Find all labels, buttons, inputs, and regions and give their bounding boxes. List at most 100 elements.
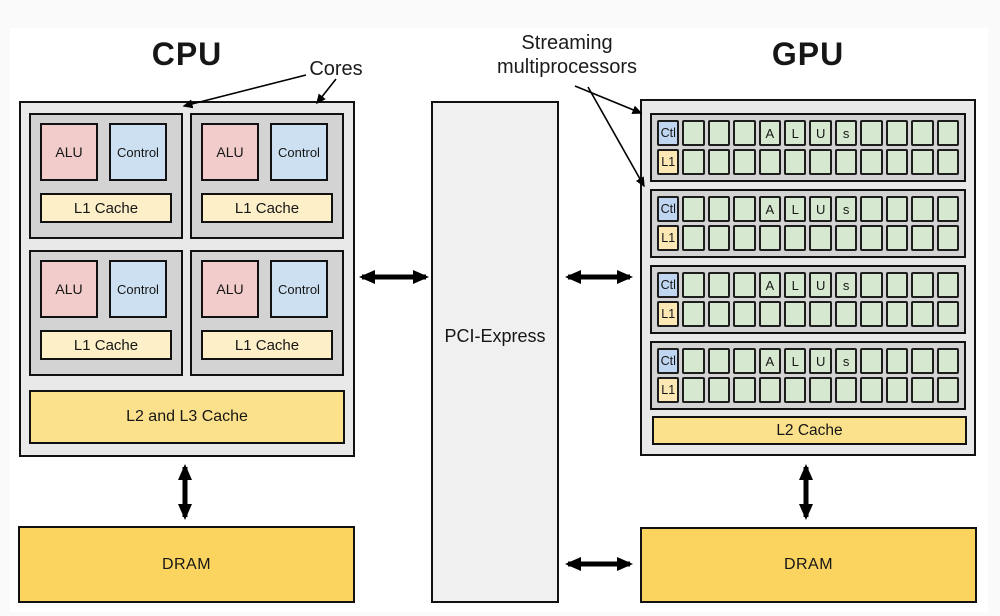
alu-cell [707, 225, 731, 251]
l1-cache-block: L1 Cache [201, 193, 333, 223]
alu-cell [707, 196, 731, 222]
alu-cell: A [758, 272, 782, 298]
alu-cell [860, 377, 883, 403]
alu-cell [682, 377, 705, 403]
l1-cache-block: L1 Cache [40, 330, 172, 360]
ctl-cell: Ctl [657, 272, 680, 298]
alu-cell [911, 272, 934, 298]
alu-cell [936, 225, 959, 251]
sm-annotation: Streaming multiprocessors [460, 31, 674, 79]
alu-cell [911, 225, 934, 251]
alu-cell [682, 348, 705, 374]
alu-cell [758, 301, 782, 327]
alu-cell [860, 120, 883, 146]
alu-cell [733, 272, 756, 298]
alu-cell [707, 348, 731, 374]
cpu-core: ALU Control L1 Cache [29, 113, 183, 239]
alu-cell: L [784, 348, 807, 374]
alu-cell [784, 301, 807, 327]
alu-cell [733, 196, 756, 222]
alu-cell [784, 377, 807, 403]
alu-cell [860, 149, 883, 175]
alu-cell [682, 196, 705, 222]
alu-cell [911, 120, 934, 146]
alu-cell [758, 149, 782, 175]
alu-cell [758, 225, 782, 251]
alu-cell [707, 377, 731, 403]
control-label: Control [117, 144, 159, 160]
gpu-title: GPU [771, 36, 845, 72]
alu-cell [784, 149, 807, 175]
cpu-core: ALU Control L1 Cache [190, 113, 344, 239]
alu-cell [707, 149, 731, 175]
alu-cell: A [758, 120, 782, 146]
l1-cache-label: L1 Cache [234, 199, 300, 217]
control-label: Control [117, 281, 159, 297]
control-block: Control [270, 123, 328, 181]
l1-cache-label: L1 Cache [234, 336, 300, 354]
alu-cell [733, 348, 756, 374]
alu-cell [834, 301, 858, 327]
alu-cell [936, 120, 959, 146]
gpu-dram: DRAM [640, 527, 977, 603]
cpu-dram: DRAM [18, 526, 355, 603]
alu-cell: U [809, 348, 832, 374]
alu-cell: U [809, 196, 832, 222]
alu-label: ALU [216, 144, 244, 160]
alu-cell: L [784, 272, 807, 298]
cpu-core: ALU Control L1 Cache [29, 250, 183, 376]
cpu-chip: L2 and L3 Cache ALU Control L1 Cache ALU… [19, 101, 355, 457]
alu-cell [682, 301, 705, 327]
alu-label: ALU [216, 281, 244, 297]
control-label: Control [278, 144, 320, 160]
alu-cell [911, 377, 934, 403]
alu-cell: s [834, 272, 858, 298]
control-label: Control [278, 281, 320, 297]
l1-cache-block: L1 Cache [201, 330, 333, 360]
alu-cell [834, 149, 858, 175]
alu-cell [834, 377, 858, 403]
alu-cell [733, 120, 756, 146]
alu-cell [809, 377, 832, 403]
alu-block: ALU [40, 123, 98, 181]
alu-cell: s [834, 196, 858, 222]
alu-cell [911, 196, 934, 222]
pcie-bus: PCI-Express [431, 101, 559, 603]
alu-cell [733, 301, 756, 327]
alu-cell [936, 149, 959, 175]
alu-cell [682, 149, 705, 175]
alu-cell: L [784, 120, 807, 146]
alu-cell [885, 377, 909, 403]
l1-cell: L1 [657, 377, 680, 403]
alu-cell [936, 348, 959, 374]
l1-cache-label: L1 Cache [73, 336, 139, 354]
l1-cache-block: L1 Cache [40, 193, 172, 223]
alu-cell [860, 196, 883, 222]
ctl-cell: Ctl [657, 120, 680, 146]
alu-cell [911, 149, 934, 175]
alu-cell [860, 225, 883, 251]
sm-annotation-line2: multiprocessors [496, 56, 638, 78]
alu-label: ALU [55, 144, 83, 160]
alu-cell [885, 272, 909, 298]
alu-block: ALU [40, 260, 98, 318]
cpu-core: ALU Control L1 Cache [190, 250, 344, 376]
alu-cell [784, 225, 807, 251]
sm-annotation-line1: Streaming [521, 32, 613, 54]
alu-cell: s [834, 120, 858, 146]
alu-cell [682, 272, 705, 298]
alu-cell [885, 196, 909, 222]
cpu-title: CPU [151, 36, 223, 72]
alu-block: ALU [201, 123, 259, 181]
l1-cell: L1 [657, 225, 680, 251]
control-block: Control [270, 260, 328, 318]
alu-cell [834, 225, 858, 251]
alu-cell [707, 120, 731, 146]
alu-cell [860, 272, 883, 298]
alu-cell [936, 272, 959, 298]
l1-cell: L1 [657, 301, 680, 327]
alu-cell [682, 225, 705, 251]
